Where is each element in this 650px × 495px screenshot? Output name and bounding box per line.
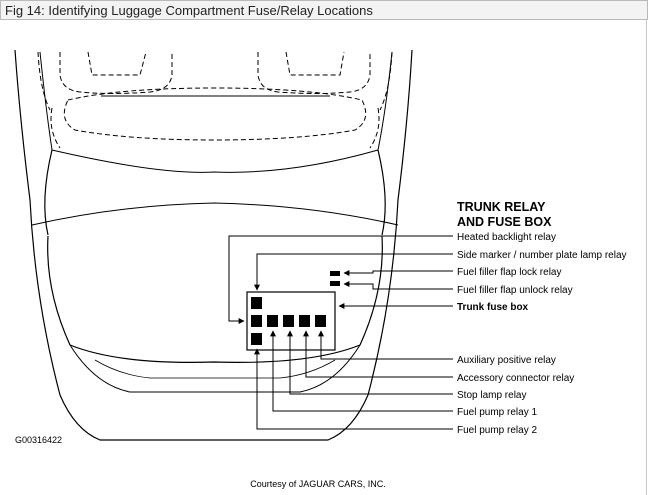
- relay-fuel-pump-1: [267, 315, 278, 327]
- label-fuel-pump-1: Fuel pump relay 1: [457, 407, 537, 418]
- label-trunk-fuse-box: Trunk fuse box: [457, 302, 529, 313]
- label-flap-unlock: Fuel filler flap unlock relay: [457, 285, 573, 296]
- label-fuel-pump-2: Fuel pump relay 2: [457, 425, 537, 436]
- relay-accessory-connector: [299, 315, 310, 327]
- relay-side-marker: [251, 333, 262, 345]
- label-stop-lamp: Stop lamp relay: [457, 390, 526, 401]
- relay-fuel-pump-2: [251, 315, 262, 327]
- heading-line-1: TRUNK RELAY: [457, 200, 546, 214]
- label-aux-positive: Auxiliary positive relay: [457, 355, 556, 366]
- label-flap-lock: Fuel filler flap lock relay: [457, 267, 561, 278]
- window-title: Fig 14: Identifying Luggage Compartment …: [5, 3, 373, 18]
- relay-flap-lock: [330, 271, 340, 276]
- figure-id: G00316422: [15, 435, 62, 445]
- car-outline: [14, 49, 413, 441]
- relay-flap-unlock: [330, 281, 340, 286]
- label-heated-backlight: Heated backlight relay: [457, 232, 556, 243]
- title-bar: Fig 14: Identifying Luggage Compartment …: [0, 0, 648, 20]
- heading-line-2: AND FUSE BOX: [457, 215, 552, 229]
- label-accessory-connector: Accessory connector relay: [457, 373, 574, 384]
- label-side-marker: Side marker / number plate lamp relay: [457, 250, 627, 261]
- relay-heated-backlight: [251, 297, 262, 309]
- relay-stop-lamp: [283, 315, 294, 327]
- frame-border: [646, 20, 647, 495]
- trunk-fuse-box: [246, 291, 336, 351]
- credit-text: Courtesy of JAGUAR CARS, INC.: [250, 479, 386, 489]
- rear-seats: [37, 51, 393, 149]
- leader-lines: [228, 235, 453, 430]
- relay-aux-positive: [315, 315, 326, 327]
